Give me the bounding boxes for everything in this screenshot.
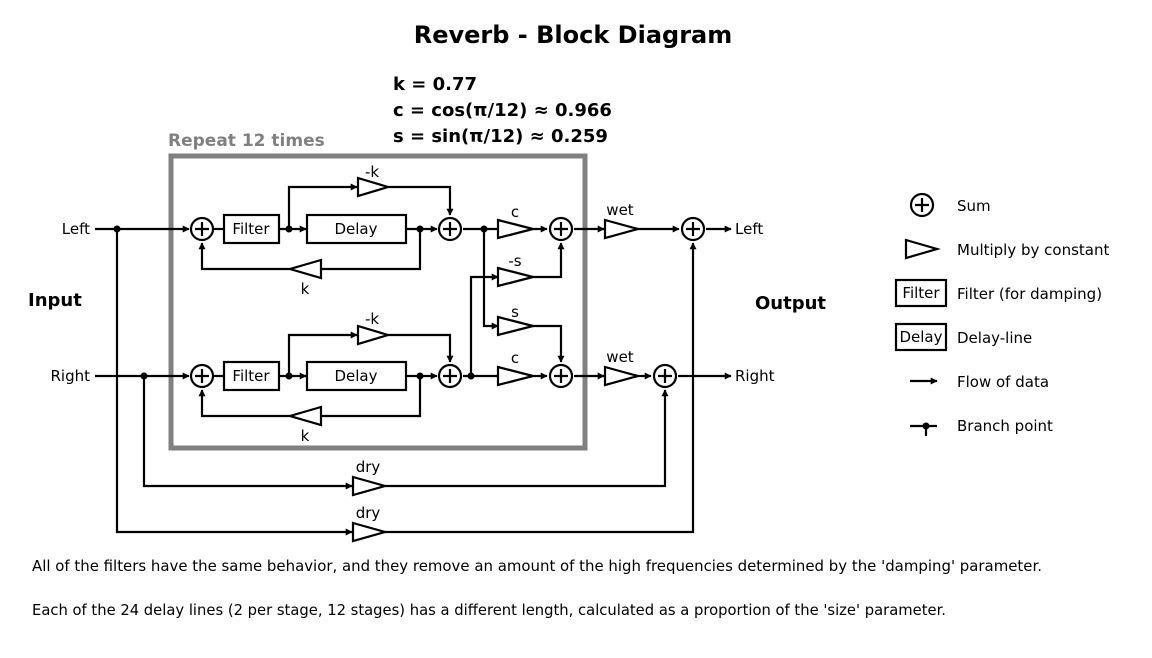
right-output-label: Right (735, 367, 775, 385)
gain-neg-k (356, 324, 392, 346)
gain-label: wet (606, 201, 633, 219)
diagram-title: Reverb - Block Diagram (414, 21, 732, 49)
legend: Sum Multiply by constant Filter Filter (… (894, 192, 1109, 436)
sum-node (189, 363, 215, 389)
left-input-label: Left (62, 220, 90, 238)
gain-k (286, 258, 323, 280)
sum-nodes (189, 216, 706, 389)
branch-points (113, 225, 488, 380)
gain-neg-s (496, 266, 534, 288)
gain-k (286, 405, 323, 427)
gain-label: dry (356, 458, 381, 476)
branch-point (467, 372, 475, 380)
gain-label: wet (606, 348, 633, 366)
legend-label: Branch point (957, 417, 1053, 435)
sum-node (652, 363, 678, 389)
gain-label: c (511, 349, 519, 367)
branch-point (285, 372, 293, 380)
sum-node (437, 216, 463, 242)
branch-point (416, 225, 424, 233)
sum-node (548, 363, 574, 389)
filter-box (222, 360, 281, 392)
output-label: Output (755, 293, 826, 314)
note-filters: All of the filters have the same behavio… (32, 557, 1042, 575)
delay-box-icon (894, 322, 948, 352)
branch-point (480, 225, 488, 233)
sum-node (680, 216, 706, 242)
legend-label: Filter (for damping) (957, 285, 1102, 303)
delay-label: Delay (334, 220, 377, 238)
repeat-label: Repeat 12 times (168, 131, 325, 151)
constant-k: k = 0.77 (393, 74, 477, 95)
gain-label: s (511, 303, 519, 321)
gain-label: k (301, 427, 310, 445)
filter-label: Filter (232, 220, 270, 238)
legend-label: Sum (957, 197, 991, 215)
legend-label: Flow of data (957, 373, 1049, 391)
gain-dry (351, 521, 390, 543)
gain-label: dry (356, 504, 381, 522)
gain-c (496, 218, 534, 240)
input-label: Input (28, 290, 82, 311)
gain-wet (603, 218, 643, 240)
note-delay-lines: Each of the 24 delay lines (2 per stage,… (32, 601, 946, 619)
constant-s: s = sin(π/12) ≈ 0.259 (393, 126, 608, 147)
left-output-label: Left (735, 220, 763, 238)
filter-box (222, 213, 281, 245)
gain-label: k (301, 280, 310, 298)
delay-box (305, 360, 408, 392)
gain-neg-k (356, 176, 392, 198)
right-channel-path (95, 273, 732, 418)
filter-box-icon (894, 278, 948, 308)
gain-c (496, 365, 534, 387)
sum-icon (909, 192, 935, 218)
filter-label: Filter (232, 367, 270, 385)
branch-point (416, 372, 424, 380)
delay-label: Delay (334, 367, 377, 385)
legend-box-text: Delay (899, 328, 942, 346)
repeat-frame (168, 153, 588, 451)
delay-box (305, 213, 408, 245)
sum-node (548, 216, 574, 242)
gain-s (496, 315, 534, 337)
sum-node (437, 363, 463, 389)
branch-point (285, 225, 293, 233)
gain-wet (603, 365, 643, 387)
left-channel-path (95, 183, 732, 363)
right-input-label: Right (51, 367, 91, 385)
sum-node (189, 216, 215, 242)
multiply-icon (904, 238, 941, 260)
gain-label: -s (508, 252, 521, 270)
gain-label: c (511, 203, 519, 221)
branch-point (113, 225, 121, 233)
branch-point-icon (910, 422, 937, 436)
constant-c: c = cos(π/12) ≈ 0.966 (393, 100, 612, 121)
gain-label: -k (365, 310, 379, 328)
branch-point (140, 372, 148, 380)
gain-label: -k (365, 163, 379, 181)
dry-paths (115, 229, 697, 536)
legend-label: Multiply by constant (957, 241, 1109, 259)
legend-label: Delay-line (957, 329, 1032, 347)
legend-box-text: Filter (902, 284, 940, 302)
gain-dry (351, 475, 390, 497)
